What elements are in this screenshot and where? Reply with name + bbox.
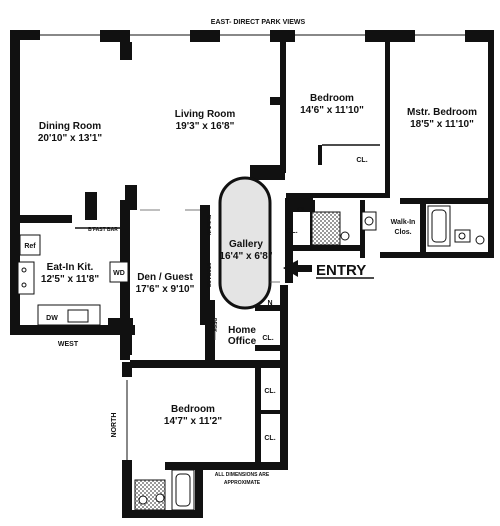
den-name: Den / Guest	[137, 272, 193, 283]
refrigerator-label: Ref	[24, 243, 36, 250]
walk-in-closet-name-2: Clos.	[394, 229, 411, 236]
entry-label: ENTRY	[316, 262, 366, 279]
west-label: WEST	[58, 341, 79, 348]
bath-fixtures	[134, 205, 485, 511]
closet-label: CL.	[264, 435, 275, 442]
bedroom-east-dims: 14'6" x 11'10"	[300, 105, 364, 116]
home-office-name-1: Home	[228, 325, 256, 336]
kitchen-name: Eat-In Kit.	[47, 262, 94, 273]
walk-in-closet-name-1: Walk-In	[391, 219, 416, 226]
gallery-dims: 16'4" x 6'8"	[219, 251, 272, 262]
breakfast-bar-label: B'FAST BAR	[88, 227, 118, 233]
gallery-oval	[218, 176, 272, 310]
dishwasher-label: DW	[46, 315, 58, 322]
kitchen-fixtures	[17, 227, 129, 326]
gallery-name: Gallery	[229, 239, 263, 250]
dining-room-dims: 20'10" x 13'1"	[38, 133, 103, 144]
bedroom-south-dims: 14'7" x 11'2"	[164, 416, 222, 427]
exterior-walls	[10, 30, 494, 518]
north-label: NORTH	[111, 413, 118, 438]
closet-label: CL.	[297, 207, 308, 214]
closet-label: CL.	[262, 335, 273, 342]
built-in-label: BUILT-IN	[205, 215, 211, 236]
bedroom-east-name: Bedroom	[310, 93, 354, 104]
east-views-label: EAST- DIRECT PARK VIEWS	[211, 19, 306, 26]
living-room-name: Living Room	[175, 109, 236, 120]
washer-dryer-label: WD	[113, 270, 125, 277]
closet-label: CL.	[264, 388, 275, 395]
master-bedroom-dims: 18'5" x 11'10"	[410, 119, 474, 130]
master-bedroom-name: Mstr. Bedroom	[407, 107, 477, 118]
closet-label: CL.	[286, 228, 297, 235]
desk-label: DESK	[211, 318, 217, 332]
closet-label: CL.	[356, 157, 367, 164]
den-dims: 17'6" x 9'10"	[136, 284, 195, 295]
home-office-name-2: Office	[228, 336, 257, 347]
bedroom-south-name: Bedroom	[171, 404, 215, 415]
living-room-dims: 19'3" x 16'8"	[176, 121, 235, 132]
dimensions-note-2: APPROXIMATE	[224, 480, 261, 486]
north-arrow-label: N	[267, 300, 272, 307]
kitchen-dims: 12'5" x 11'8"	[41, 274, 99, 285]
storage-label: STORAGE	[205, 263, 211, 288]
door-swings	[140, 209, 280, 340]
dining-room-name: Dining Room	[39, 121, 101, 132]
entry-arrow-icon	[283, 260, 312, 277]
dimensions-note-1: ALL DIMENSIONS ARE	[215, 472, 270, 478]
